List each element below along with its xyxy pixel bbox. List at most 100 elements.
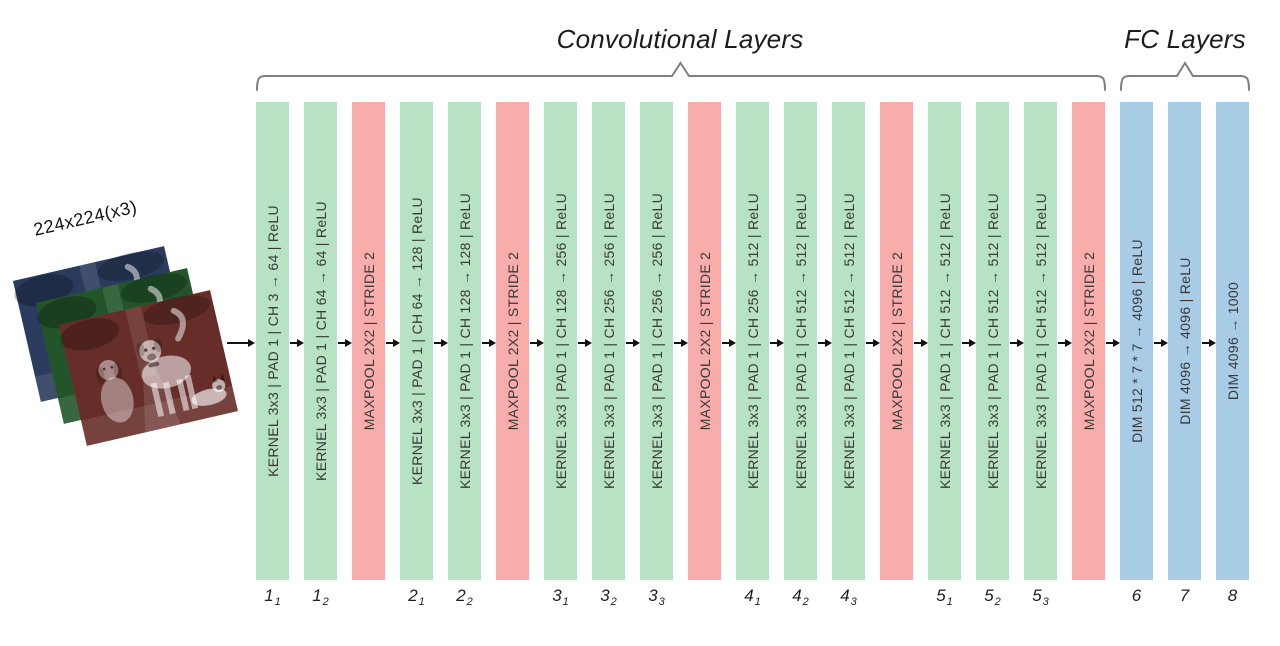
flow-arrow (1106, 339, 1120, 347)
layer-index-main: 5 (984, 586, 994, 605)
layer-index-label: 22 (440, 586, 489, 608)
layer-index-sub: 3 (1042, 596, 1049, 608)
layer-bar-text: KERNEL 3x3 | PAD 1 | CH 64 → 128 | ReLU (408, 197, 425, 485)
flow-arrow (1154, 339, 1168, 347)
layer-index-sub: 3 (850, 596, 857, 608)
layer-index-main: 6 (1131, 586, 1142, 605)
layer-index-label: 6 (1112, 586, 1161, 606)
flow-arrow (386, 339, 400, 347)
layer-index-sub: 2 (322, 596, 329, 608)
layer-index-sub: 1 (418, 596, 425, 608)
flow-arrow (290, 339, 304, 347)
layer-index-sub: 1 (946, 596, 953, 608)
layer-index-label: 32 (584, 586, 633, 608)
layer-bar-19-fc: DIM 512 * 7 * 7 → 4096 | ReLU (1120, 102, 1153, 580)
section-braces (256, 61, 1250, 91)
layer-bar-text: DIM 512 * 7 * 7 → 4096 | ReLU (1128, 239, 1145, 443)
layer-bar-12-conv: KERNEL 3x3 | PAD 1 | CH 512 → 512 | ReLU (784, 102, 817, 580)
flow-arrow (866, 339, 880, 347)
flow-arrow (674, 339, 688, 347)
flow-arrow (1202, 339, 1216, 347)
layer-bar-11-conv: KERNEL 3x3 | PAD 1 | CH 256 → 512 | ReLU (736, 102, 769, 580)
layer-index-label: 43 (824, 586, 873, 608)
layer-index-sub: 2 (466, 596, 473, 608)
layer-bar-17-conv: KERNEL 3x3 | PAD 1 | CH 512 → 512 | ReLU (1024, 102, 1057, 580)
layer-index-label: 8 (1208, 586, 1257, 606)
layer-index-label: 31 (536, 586, 585, 608)
flow-arrow (770, 339, 784, 347)
layer-bar-1-conv: KERNEL 3x3 | PAD 1 | CH 3 → 64 | ReLU (256, 102, 289, 580)
layer-index-label: 52 (968, 586, 1017, 608)
layer-index-main: 5 (936, 586, 946, 605)
layer-bar-text: KERNEL 3x3 | PAD 1 | CH 512 → 512 | ReLU (840, 192, 857, 490)
flow-arrow (482, 339, 496, 347)
flow-arrow (722, 339, 736, 347)
layer-index-label: 21 (392, 586, 441, 608)
layer-bar-5-conv: KERNEL 3x3 | PAD 1 | CH 128 → 128 | ReLU (448, 102, 481, 580)
layer-index-main: 3 (552, 586, 562, 605)
flow-arrow (227, 339, 255, 347)
layer-bar-2-conv: KERNEL 3x3 | PAD 1 | CH 64 → 64 | ReLU (304, 102, 337, 580)
layer-bar-text: MAXPOOL 2X2 | STRIDE 2 (504, 251, 521, 431)
layer-index-main: 5 (1032, 586, 1042, 605)
layer-index-main: 3 (600, 586, 610, 605)
layer-bar-text: MAXPOOL 2X2 | STRIDE 2 (360, 251, 377, 431)
flow-arrow (434, 339, 448, 347)
layer-bar-text: KERNEL 3x3 | PAD 1 | CH 512 → 512 | ReLU (1032, 192, 1049, 490)
layer-bar-text: KERNEL 3x3 | PAD 1 | CH 512 → 512 | ReLU (792, 192, 809, 490)
layer-bar-text: KERNEL 3x3 | PAD 1 | CH 128 → 128 | ReLU (456, 192, 473, 490)
layer-index-main: 2 (456, 586, 466, 605)
flow-arrow (338, 339, 352, 347)
layer-bar-text: KERNEL 3x3 | PAD 1 | CH 512 → 512 | ReLU (936, 192, 953, 490)
layer-index-label: 41 (728, 586, 777, 608)
layer-bar-text: DIM 4096 → 4096 | ReLU (1176, 257, 1193, 425)
layer-index-sub: 1 (754, 596, 761, 608)
flow-arrow (914, 339, 928, 347)
layer-bar-6-pool: MAXPOOL 2X2 | STRIDE 2 (496, 102, 529, 580)
layer-index-main: 7 (1179, 586, 1190, 605)
layer-bar-text: MAXPOOL 2X2 | STRIDE 2 (888, 251, 905, 431)
layer-index-main: 3 (648, 586, 658, 605)
flow-arrow (626, 339, 640, 347)
layer-bar-text: KERNEL 3x3 | PAD 1 | CH 256 → 512 | ReLU (744, 192, 761, 490)
layer-index-main: 8 (1227, 586, 1238, 605)
layer-index-main: 1 (312, 586, 322, 605)
flow-arrow (530, 339, 544, 347)
layer-index-main: 4 (792, 586, 802, 605)
layer-bar-13-conv: KERNEL 3x3 | PAD 1 | CH 512 → 512 | ReLU (832, 102, 865, 580)
layer-index-label: 11 (248, 586, 297, 608)
layer-index-sub: 3 (658, 596, 665, 608)
layer-bar-10-pool: MAXPOOL 2X2 | STRIDE 2 (688, 102, 721, 580)
layer-index-main: 4 (744, 586, 754, 605)
layer-index-sub: 2 (802, 596, 809, 608)
layer-bar-text: KERNEL 3x3 | PAD 1 | CH 256 → 256 | ReLU (648, 192, 665, 490)
layer-index-label: 7 (1160, 586, 1209, 606)
layer-bar-text: KERNEL 3x3 | PAD 1 | CH 256 → 256 | ReLU (600, 192, 617, 490)
layer-bar-text: KERNEL 3x3 | PAD 1 | CH 512 → 512 | ReLU (984, 192, 1001, 490)
layer-bar-text: KERNEL 3x3 | PAD 1 | CH 128 → 256 | ReLU (552, 192, 569, 490)
layer-bar-14-pool: MAXPOOL 2X2 | STRIDE 2 (880, 102, 913, 580)
input-image-red-channel (57, 289, 238, 446)
layer-bar-text: MAXPOOL 2X2 | STRIDE 2 (696, 251, 713, 431)
layer-bar-8-conv: KERNEL 3x3 | PAD 1 | CH 256 → 256 | ReLU (592, 102, 625, 580)
flow-arrow (578, 339, 592, 347)
layer-index-main: 4 (840, 586, 850, 605)
layer-index-sub: 1 (562, 596, 569, 608)
layer-bar-text: MAXPOOL 2X2 | STRIDE 2 (1080, 251, 1097, 431)
conv-layers-brace (256, 61, 1106, 91)
layer-bar-18-pool: MAXPOOL 2X2 | STRIDE 2 (1072, 102, 1105, 580)
layer-bar-15-conv: KERNEL 3x3 | PAD 1 | CH 512 → 512 | ReLU (928, 102, 961, 580)
fc-layers-title: FC Layers (1124, 24, 1246, 54)
layer-index-main: 2 (408, 586, 418, 605)
layer-index-label: 42 (776, 586, 825, 608)
conv-layers-title: Convolutional Layers (556, 24, 804, 54)
layer-bar-21-fc: DIM 4096 → 1000 (1216, 102, 1249, 580)
layer-bar-3-pool: MAXPOOL 2X2 | STRIDE 2 (352, 102, 385, 580)
layer-bar-7-conv: KERNEL 3x3 | PAD 1 | CH 128 → 256 | ReLU (544, 102, 577, 580)
layer-bar-20-fc: DIM 4096 → 4096 | ReLU (1168, 102, 1201, 580)
layer-bar-text: KERNEL 3x3 | PAD 1 | CH 3 → 64 | ReLU (264, 205, 281, 477)
layer-bar-text: DIM 4096 → 1000 (1224, 281, 1241, 401)
layer-index-sub: 1 (274, 596, 281, 608)
flow-arrow (1010, 339, 1024, 347)
layer-index-label: 12 (296, 586, 345, 608)
